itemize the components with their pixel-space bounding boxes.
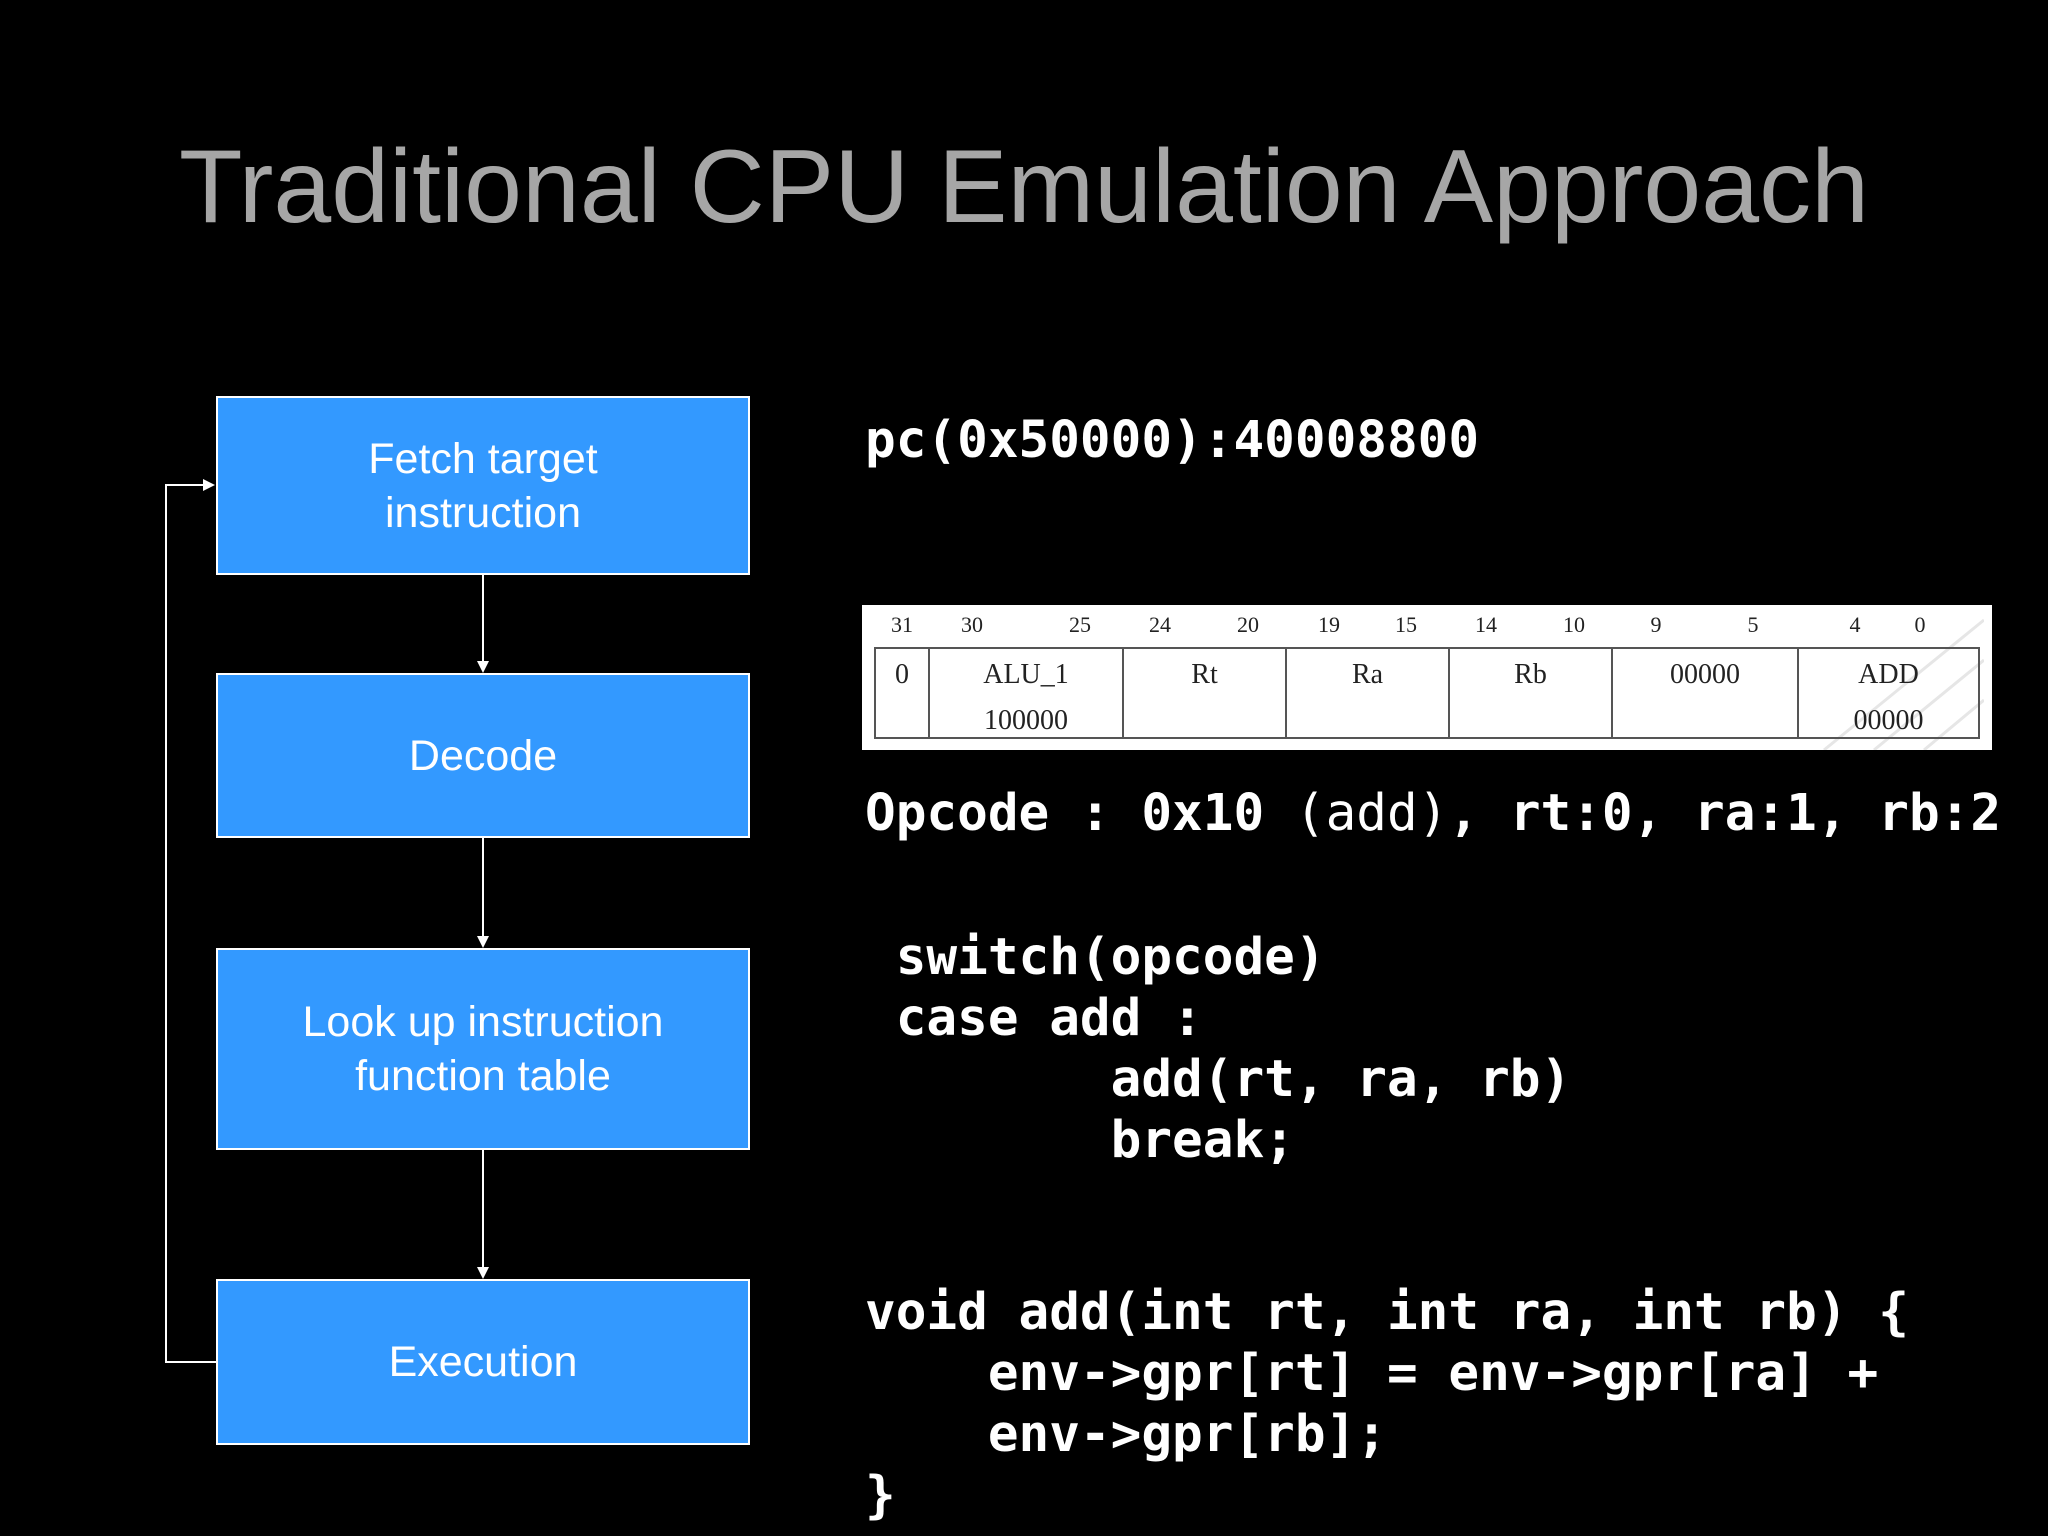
opcode-operands: , rt:0, ra:1, rb:2: [1448, 784, 2002, 843]
field-name: 00000: [1670, 659, 1740, 690]
step-fetch-box: Fetch target instruction: [216, 396, 750, 575]
field-name: ALU_1: [983, 659, 1069, 690]
field-cell: 0: [876, 649, 930, 737]
field-cell: Ra: [1287, 649, 1450, 737]
bit-label: 0: [1914, 612, 1926, 637]
bit-label: 19: [1318, 612, 1340, 637]
slide-title: Traditional CPU Emulation Approach: [179, 129, 1869, 245]
field-cell: Rb: [1450, 649, 1613, 737]
bit-label: 4: [1849, 612, 1861, 637]
opcode-line: Opcode : 0x10 (add), rt:0, ra:1, rb:2: [865, 788, 2001, 839]
pc-line: pc(0x50000):40008800: [865, 411, 1480, 470]
watermark-graphic: [1823, 618, 1984, 750]
field-cell: ADD 00000: [1799, 649, 1978, 737]
bit-label: 15: [1395, 612, 1417, 637]
field-cell: Rt: [1124, 649, 1287, 737]
field-cell: 00000: [1613, 649, 1799, 737]
field-name: Ra: [1351, 659, 1384, 690]
bit-label: 25: [1069, 612, 1091, 637]
step-decode-box: Decode: [216, 673, 750, 838]
encoding-fields: 0 ALU_1 100000 Rt Ra Rb 00000 ADD 00000: [874, 647, 1980, 739]
field-name: Rt: [1191, 659, 1218, 690]
step-execution-box: Execution: [216, 1279, 750, 1445]
bit-label: 30: [961, 612, 983, 637]
bit-label: 5: [1747, 612, 1759, 637]
field-name: Rb: [1514, 659, 1547, 690]
switch-code-block: switch(opcode) case add : add(rt, ra, rb…: [895, 928, 1572, 1170]
field-value: 100000: [984, 705, 1068, 736]
field-value: 00000: [1853, 705, 1924, 736]
instruction-encoding-table: 31 30 25 24 20 19 15 14 10 9 5 4 0 0 ALU…: [862, 605, 1992, 750]
bit-label: 31: [891, 612, 913, 637]
add-function-code-block: void add(int rt, int ra, int rb) { env->…: [865, 1283, 1909, 1525]
bit-label: 14: [1475, 612, 1497, 637]
opcode-prefix: Opcode : 0x10: [865, 784, 1295, 843]
bit-label: 20: [1237, 612, 1259, 637]
bit-label: 24: [1149, 612, 1171, 637]
field-name: 0: [895, 659, 909, 690]
loop-back-arrow: [165, 479, 216, 1363]
field-cell: ALU_1 100000: [930, 649, 1124, 737]
bit-label: 9: [1650, 612, 1662, 637]
opcode-mnemonic: (add): [1294, 784, 1449, 843]
step-lookup-box: Look up instruction function table: [216, 948, 750, 1150]
field-name: ADD: [1858, 659, 1919, 690]
bit-label: 10: [1563, 612, 1585, 637]
